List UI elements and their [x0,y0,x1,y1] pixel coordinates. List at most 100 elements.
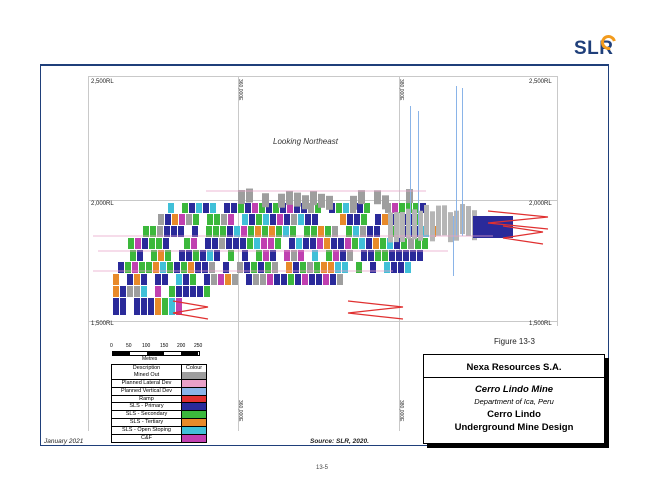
stope-block [284,214,290,225]
rl-label-1500-left: 1,500RL [91,321,114,327]
stope-block [249,214,255,225]
stope-block [266,203,272,213]
stope-block [347,214,353,225]
stope-block [280,203,286,213]
legend-swatch [182,435,206,442]
view-direction-note: Looking Northeast [273,137,338,146]
stope-block [179,214,185,225]
stope-block [361,250,367,261]
title-divider [424,377,604,378]
mined-out-block [350,195,357,210]
stope-block [149,238,155,249]
legend-header-colour: Colour [185,365,203,371]
stope-block [179,250,185,261]
stope-block [143,226,149,237]
development-block [406,208,411,239]
raise-line [456,86,457,236]
grid-line-2500rl [88,76,558,77]
legend-swatch [182,411,206,419]
stope-block [214,250,220,261]
legend-row: SLS - Open Stoping [112,426,206,435]
stope-block [142,238,148,249]
stope-block [155,286,161,297]
stope-block [338,238,344,249]
stope-block [204,274,210,285]
stope-block [260,274,266,285]
stope-block [360,226,366,237]
stope-block [226,238,232,249]
stope-block [237,262,243,273]
stope-block [214,214,220,225]
stope-block [162,298,168,315]
stope-block [410,250,416,261]
stope-block [182,203,188,213]
figure-frame [40,64,609,446]
legend-label: Planned Lateral Dev [112,379,182,387]
stope-block [167,262,173,273]
stope-block [340,214,346,225]
scale-bar-graphic [112,351,200,356]
stope-block [268,238,274,249]
mined-out-block [318,193,325,208]
department-location: Department of Ica, Peru [474,397,554,406]
rl-label-2000-right: 2,000RL [529,201,552,207]
stope-block [192,226,198,237]
grid-line-1500rl [88,321,558,322]
stope-block [291,214,297,225]
stope-block [153,262,159,273]
stope-block [205,238,211,249]
stope-block [286,262,292,273]
stope-block [274,274,280,285]
stope-block [135,238,141,249]
mined-out-block [286,190,293,205]
stope-block [223,262,229,273]
mined-out-block [374,190,381,205]
stope-block [398,262,404,273]
stope-block [169,286,175,297]
stope-block [158,214,164,225]
stope-block [295,274,301,285]
stope-block [158,250,164,261]
stope-block [174,262,180,273]
stope-block [325,226,331,237]
stope-block [380,238,386,249]
stope-block [195,262,201,273]
stope-block [188,262,194,273]
stope-block [190,286,196,297]
stope-block [209,262,215,273]
stope-block [120,286,126,297]
stope-block [156,238,162,249]
stope-block [191,238,197,249]
stope-model-graphic [93,86,549,320]
stope-block [169,298,175,315]
stope-block [157,226,163,237]
stope-block [248,226,254,237]
stope-block [356,262,362,273]
raise-line [418,111,419,236]
page-number: 13-5 [316,465,329,471]
stope-block [261,238,267,249]
stope-block [186,250,192,261]
report-date: January 2021 [44,438,84,445]
stope-block [164,226,170,237]
stope-block [373,238,379,249]
stope-block [184,238,190,249]
stope-block [340,250,346,261]
development-block [400,212,405,243]
scale-tick-label: 150 [160,343,169,349]
stope-block [220,226,226,237]
stope-block [193,250,199,261]
stope-block [312,250,318,261]
development-block [430,211,435,242]
stope-block [415,238,421,249]
rl-label-2500-right: 2,500RL [529,79,552,85]
stope-block [312,214,318,225]
stope-block [406,203,412,213]
scale-tick-label: 0 [110,343,113,349]
stope-block [202,262,208,273]
stope-block [293,262,299,273]
easting-label-380000-bottom: 380,000E [398,400,404,422]
stope-block [366,238,372,249]
stope-block [275,238,281,249]
stope-block [165,250,171,261]
